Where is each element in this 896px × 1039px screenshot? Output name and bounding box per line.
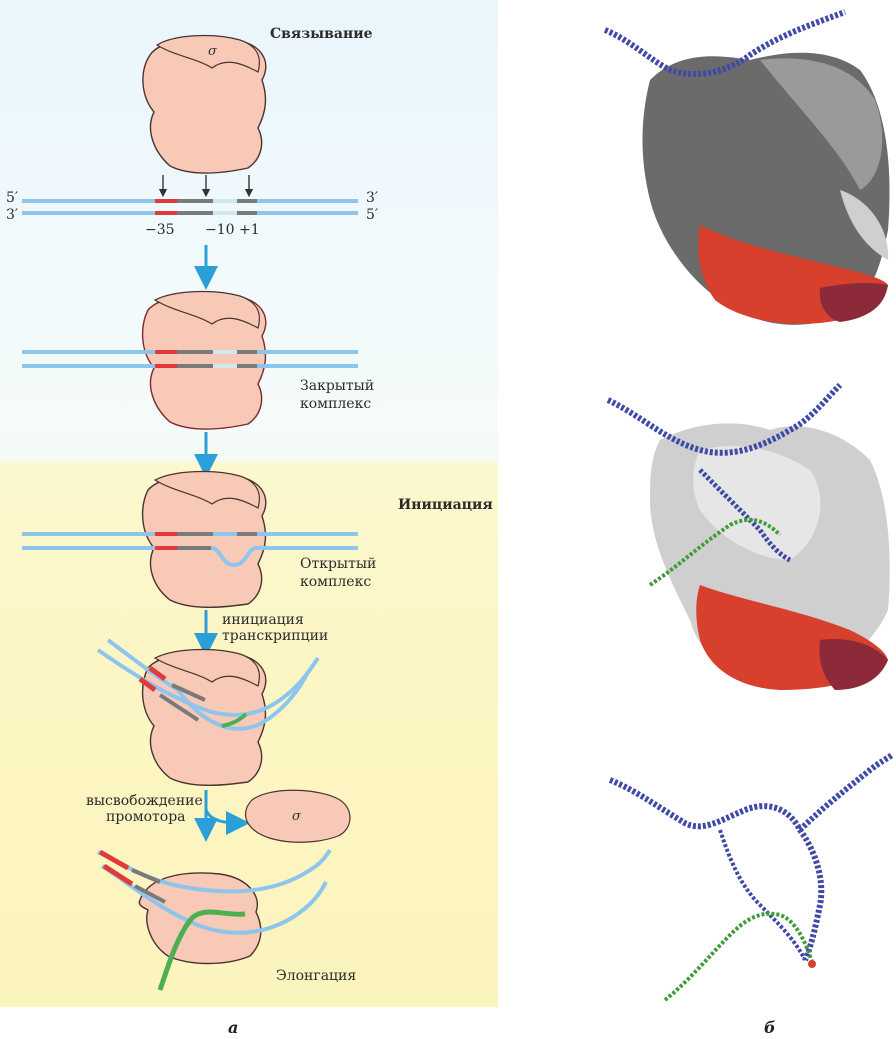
- initiation-title: Инициация: [398, 497, 493, 513]
- closed-complex: [22, 290, 358, 430]
- promoter-release-line2: промотора: [106, 809, 186, 825]
- minus10-plus1-label: −10 +1: [205, 222, 260, 238]
- sigma-subunit-label: σ: [208, 44, 218, 59]
- promoter-dna: [22, 199, 358, 215]
- binding-title: Связывание: [270, 26, 373, 42]
- three-prime-right: 3′: [366, 190, 379, 206]
- panel-b-label: б: [764, 1018, 776, 1037]
- panel-a-label: а: [228, 1018, 239, 1037]
- elongation-complex: [97, 848, 332, 991]
- stage-arrows: [194, 245, 250, 842]
- open-complex-line2: комплекс: [300, 574, 372, 590]
- open-complex-line1: Открытый: [300, 556, 377, 572]
- open-complex: [22, 470, 358, 608]
- released-sigma: σ: [244, 789, 351, 843]
- structure-holoenzyme: [603, 9, 890, 325]
- elongation-label: Элонгация: [276, 968, 357, 984]
- closed-complex-line1: Закрытый: [300, 378, 375, 394]
- promoter-release-line1: высвобождение: [86, 793, 203, 809]
- binding-arrows: [158, 175, 254, 198]
- five-prime-left: 5′: [6, 190, 19, 206]
- structure-open-complex: [606, 382, 890, 690]
- init-transcription-line2: транскрипции: [222, 628, 329, 644]
- released-sigma-label: σ: [292, 809, 302, 824]
- minus35-label: −35: [145, 222, 175, 238]
- initiation-complex: [96, 638, 320, 786]
- structure-dna-rna: [608, 752, 894, 1002]
- five-prime-right: 5′: [366, 207, 379, 223]
- init-transcription-line1: инициация: [222, 612, 304, 628]
- closed-complex-line2: комплекс: [300, 396, 372, 412]
- three-prime-left: 3′: [6, 207, 19, 223]
- polymerase-holoenzyme-free: σ: [142, 34, 267, 174]
